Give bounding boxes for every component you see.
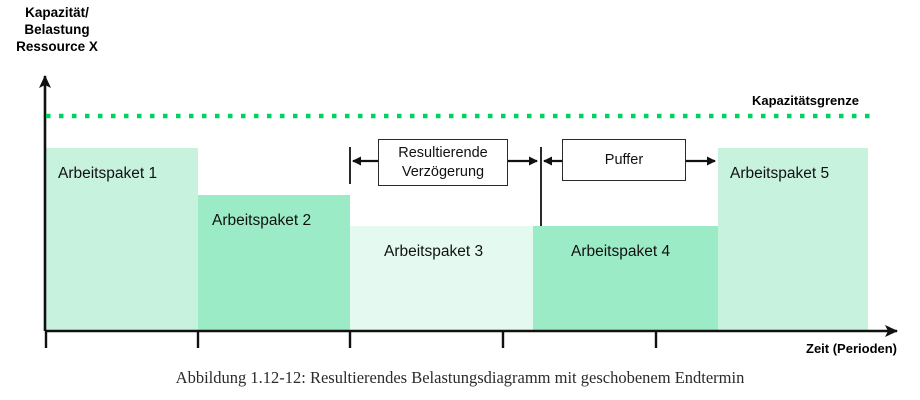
y-axis-label-line-3: Ressource X [16,39,98,54]
x-axis-label: Zeit (Perioden) [806,341,898,356]
bar-arbeitspaket-4 [533,226,718,331]
y-axis-label: Kapazität/ Belastung Ressource X [4,4,110,55]
bar-label-arbeitspaket-1: Arbeitspaket 1 [58,165,158,182]
bar-label-arbeitspaket-5: Arbeitspaket 5 [730,165,830,182]
y-axis-label-line-1: Kapazität/ [25,5,89,20]
bar-label-arbeitspaket-4: Arbeitspaket 4 [571,243,671,260]
x-axis-ticks [44,331,658,348]
figure-caption: Abbildung 1.12-12: Resultierendes Belast… [175,368,745,387]
bar-arbeitspaket-1 [46,148,198,331]
delay-end-guide-line [540,147,542,226]
callout-resulting-delay-line-2: Verzögerung [401,163,485,180]
callout-resulting-delay: Resultierende Verzögerung [378,139,508,186]
y-axis-label-line-2: Belastung [24,22,90,37]
callout-resulting-delay-line-1: Resultierende [398,144,488,161]
capacity-limit-label: Kapazitätsgrenze [752,93,859,108]
bar-arbeitspaket-3 [350,226,533,331]
bar-arbeitspaket-5 [718,148,868,331]
callout-buffer-label: Puffer [604,151,644,168]
callout-buffer: Puffer [562,139,686,181]
bar-label-arbeitspaket-3: Arbeitspaket 3 [384,243,484,260]
bar-label-arbeitspaket-2: Arbeitspaket 2 [212,212,312,229]
bar-arbeitspaket-2 [198,195,350,331]
delay-start-guide-line [349,147,351,184]
